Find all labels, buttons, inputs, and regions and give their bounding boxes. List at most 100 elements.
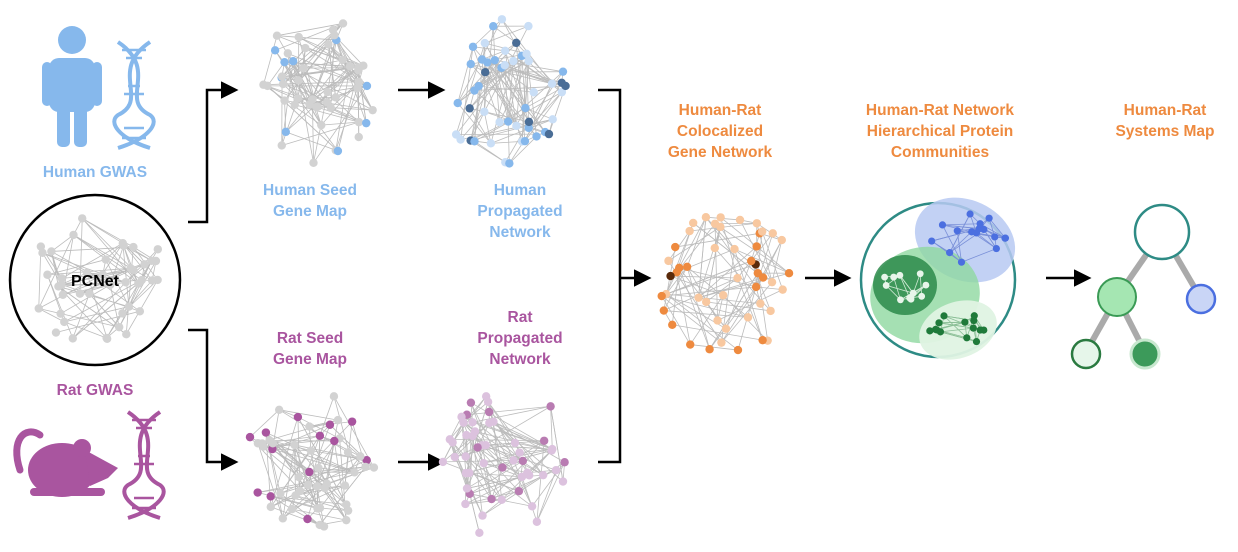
network-node bbox=[330, 392, 338, 400]
network-node bbox=[713, 316, 721, 324]
network-node bbox=[491, 56, 499, 64]
network-node bbox=[338, 56, 346, 64]
tree-green-node bbox=[1098, 278, 1136, 316]
network-node bbox=[768, 278, 776, 286]
network-node bbox=[752, 242, 760, 250]
network-node bbox=[307, 446, 315, 454]
network-node bbox=[896, 272, 903, 279]
network-node bbox=[487, 139, 495, 147]
colocalized-network bbox=[658, 213, 794, 354]
network-node bbox=[963, 334, 970, 341]
network-node bbox=[883, 282, 890, 289]
network-node bbox=[716, 213, 724, 221]
network-node bbox=[985, 215, 992, 222]
network-node bbox=[304, 481, 312, 489]
network-node bbox=[469, 43, 477, 51]
network-node bbox=[973, 229, 980, 236]
systems-map-label: Human-Rat Systems Map bbox=[1090, 100, 1238, 142]
network-node bbox=[282, 128, 290, 136]
network-node bbox=[38, 249, 46, 257]
network-node bbox=[275, 406, 283, 414]
network-node bbox=[122, 330, 130, 338]
network-node bbox=[560, 458, 568, 466]
network-node bbox=[512, 122, 520, 130]
network-node bbox=[521, 104, 529, 112]
network-node bbox=[467, 60, 475, 68]
network-node bbox=[935, 319, 942, 326]
network-node bbox=[744, 313, 752, 321]
network-node bbox=[102, 255, 110, 263]
network-node bbox=[60, 318, 68, 326]
network-node bbox=[451, 453, 459, 461]
network-node bbox=[359, 61, 367, 69]
network-node bbox=[485, 408, 493, 416]
network-node bbox=[331, 93, 339, 101]
network-node bbox=[752, 283, 760, 291]
network-node bbox=[498, 496, 506, 504]
network-node bbox=[523, 469, 531, 477]
network-node bbox=[267, 503, 275, 511]
network-node bbox=[495, 118, 503, 126]
network-node bbox=[368, 106, 376, 114]
network-node bbox=[489, 417, 497, 425]
network-node bbox=[668, 321, 676, 329]
network-node bbox=[481, 68, 489, 76]
network-node bbox=[675, 264, 683, 272]
network-node bbox=[939, 221, 946, 228]
network-node bbox=[329, 26, 337, 34]
network-node bbox=[259, 442, 267, 450]
human-propagated-network bbox=[452, 15, 570, 168]
network-node bbox=[309, 159, 317, 167]
network-node bbox=[719, 291, 727, 299]
network-node bbox=[69, 231, 77, 239]
network-node bbox=[758, 336, 766, 344]
network-node bbox=[561, 82, 569, 90]
network-node bbox=[705, 345, 713, 353]
network-node bbox=[559, 67, 567, 75]
network-node bbox=[991, 233, 998, 240]
network-node bbox=[279, 80, 287, 88]
network-node bbox=[461, 500, 469, 508]
network-node bbox=[498, 463, 506, 471]
tree-root-node bbox=[1135, 205, 1189, 259]
network-node bbox=[702, 213, 710, 221]
network-node bbox=[689, 219, 697, 227]
network-node bbox=[305, 100, 313, 108]
network-node bbox=[363, 82, 371, 90]
human-seed-label: Human Seed Gene Map bbox=[240, 180, 380, 222]
network-node bbox=[330, 437, 338, 445]
network-node bbox=[296, 487, 304, 495]
network-node bbox=[370, 463, 378, 471]
network-node bbox=[334, 147, 342, 155]
network-node bbox=[769, 229, 777, 237]
network-node bbox=[730, 245, 738, 253]
network-node bbox=[280, 96, 288, 104]
network-node bbox=[125, 302, 133, 310]
network-node bbox=[317, 121, 325, 129]
human-gwas-label: Human GWAS bbox=[30, 162, 160, 183]
network-node bbox=[489, 22, 497, 30]
communities-label: Human-Rat Network Hierarchical Protein C… bbox=[850, 100, 1030, 163]
network-node bbox=[56, 309, 64, 317]
network-node bbox=[474, 82, 482, 90]
network-node bbox=[754, 269, 762, 277]
network-node bbox=[487, 495, 495, 503]
network-node bbox=[305, 468, 313, 476]
network-node bbox=[539, 471, 547, 479]
network-node bbox=[993, 245, 1000, 252]
network-node bbox=[295, 33, 303, 41]
network-node bbox=[279, 514, 287, 522]
network-node bbox=[501, 61, 509, 69]
network-node bbox=[342, 500, 350, 508]
network-node bbox=[52, 328, 60, 336]
network-node bbox=[303, 515, 311, 523]
network-node bbox=[702, 298, 710, 306]
network-node bbox=[694, 293, 702, 301]
network-node bbox=[462, 469, 470, 477]
network-node bbox=[468, 418, 476, 426]
network-node bbox=[475, 529, 483, 537]
network-node bbox=[716, 223, 724, 231]
rat-icon bbox=[17, 432, 118, 497]
network-node bbox=[478, 511, 486, 519]
